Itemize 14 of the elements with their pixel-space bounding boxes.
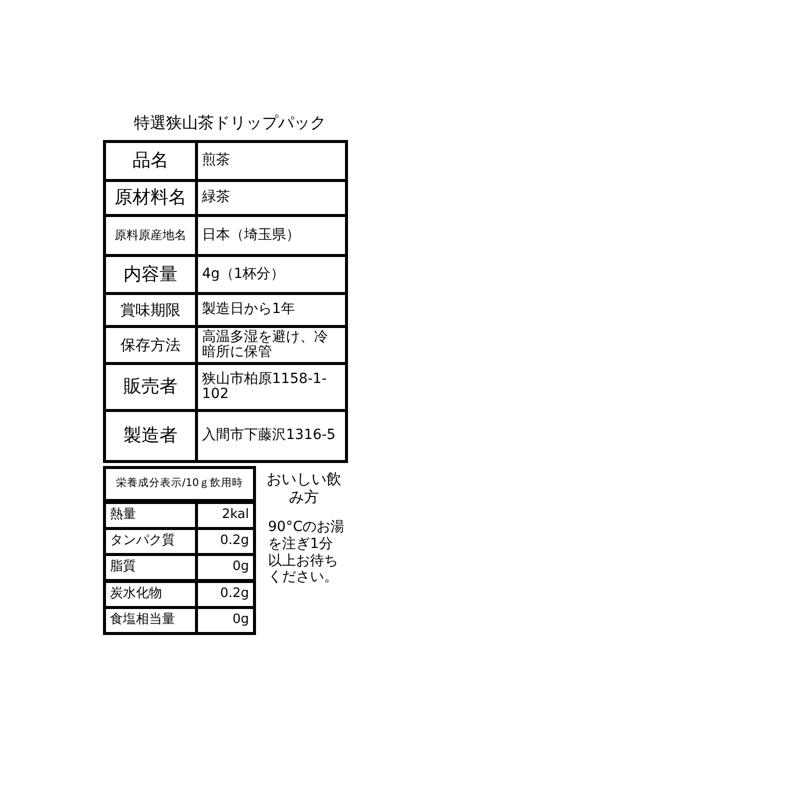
tip-text: 90°Cのお湯を注ぎ1分以上お待ちください。 (268, 519, 346, 586)
field-label-cell: 製造者 (103, 409, 198, 463)
nutrient-value-cell: 0g (195, 553, 256, 582)
nutrient-value-cell: 0.2g (195, 580, 256, 609)
nutrient-value-cell: 0g (195, 606, 256, 635)
field-label-cell: 品名 (103, 140, 198, 182)
nutrient-name-cell: 食塩相当量 (103, 606, 198, 635)
nutrition-header-cell: 栄養成分表示/10ｇ飲用時 (103, 466, 256, 502)
label-title: 特選狭山茶ドリップパック (133, 113, 327, 132)
field-value-cell: 入間市下藤沢1316-5 (195, 409, 348, 463)
tip-heading: おいしい飲み方 (266, 470, 342, 506)
field-value-cell: 煎茶 (195, 140, 348, 182)
nutrient-value-cell: 2kal (195, 501, 256, 530)
nutrient-name-cell: 脂質 (103, 553, 198, 582)
